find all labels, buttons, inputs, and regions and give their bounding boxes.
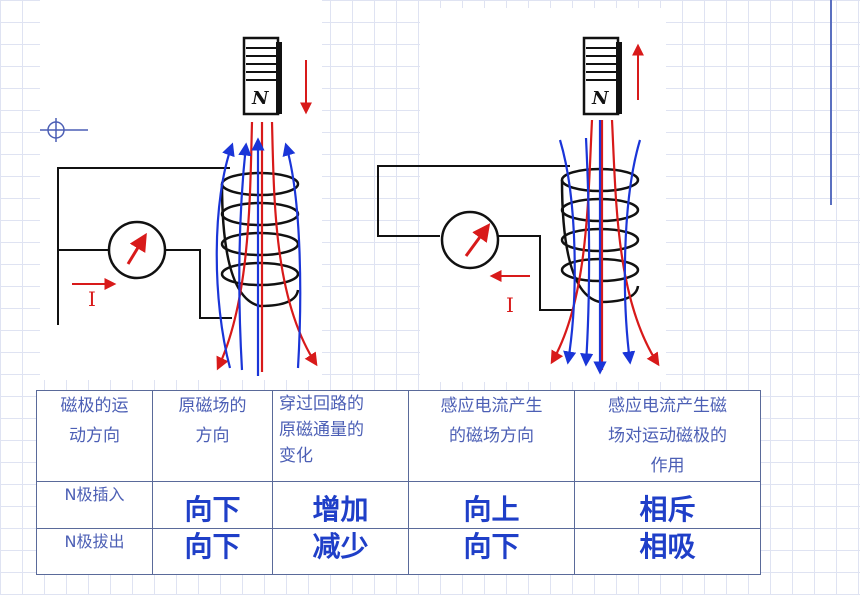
right-current-arrow: I [489, 270, 530, 317]
header-motion-direction: 磁极的运动方向 [36, 390, 153, 482]
left-induced-field [215, 137, 302, 376]
left-circuit [57, 167, 232, 325]
left-current-label: I [88, 287, 96, 311]
comparison-table: 磁极的运动方向 原磁场的方向 穿过回路的原磁通量的变化 感应电流产生的磁场方向 … [36, 390, 761, 575]
header-original-field: 原磁场的方向 [152, 390, 273, 482]
induction-diagram: N [40, 36, 660, 376]
cell-insert-effect: 相斥 [574, 481, 761, 529]
header-induced-field: 感应电流产生的磁场方向 [408, 390, 575, 482]
left-current-arrow: I [72, 278, 117, 311]
cell-withdraw-induced: 向下 [408, 528, 575, 575]
left-magnet: N [242, 36, 282, 116]
right-circuit [377, 165, 572, 311]
left-magnet-field [216, 121, 318, 372]
table-header-row: 磁极的运动方向 原磁场的方向 穿过回路的原磁通量的变化 感应电流产生的磁场方向 … [36, 390, 761, 482]
right-magnet: N [582, 36, 622, 116]
right-magnet-label: N [591, 88, 610, 109]
cell-withdraw-effect: 相吸 [574, 528, 761, 575]
row-label-withdraw: N极拔出 [36, 528, 153, 575]
right-galvanometer [440, 210, 500, 270]
header-effect: 感应电流产生磁场对运动磁极的作用 [574, 390, 761, 482]
row-label-insert: N极插入 [36, 481, 153, 529]
slide-edge-line [830, 0, 832, 205]
left-galvanometer [107, 220, 167, 280]
table-row: N极拔出 向下 减少 向下 相吸 [36, 528, 761, 575]
cell-insert-field: 向下 [152, 481, 273, 529]
right-magnet-field [550, 119, 660, 370]
right-setup: N [377, 36, 660, 375]
crosshair-icon [40, 118, 88, 142]
table-row: N极插入 向下 增加 向上 相斥 [36, 481, 761, 529]
left-magnet-label: N [251, 88, 270, 109]
right-current-label: I [506, 293, 514, 317]
right-induced-field [558, 120, 642, 375]
cell-insert-induced: 向上 [408, 481, 575, 529]
cell-insert-flux: 增加 [272, 481, 409, 529]
cell-withdraw-flux: 减少 [272, 528, 409, 575]
cell-withdraw-field: 向下 [152, 528, 273, 575]
header-flux-change: 穿过回路的原磁通量的变化 [272, 390, 409, 482]
left-setup: N [57, 36, 318, 376]
